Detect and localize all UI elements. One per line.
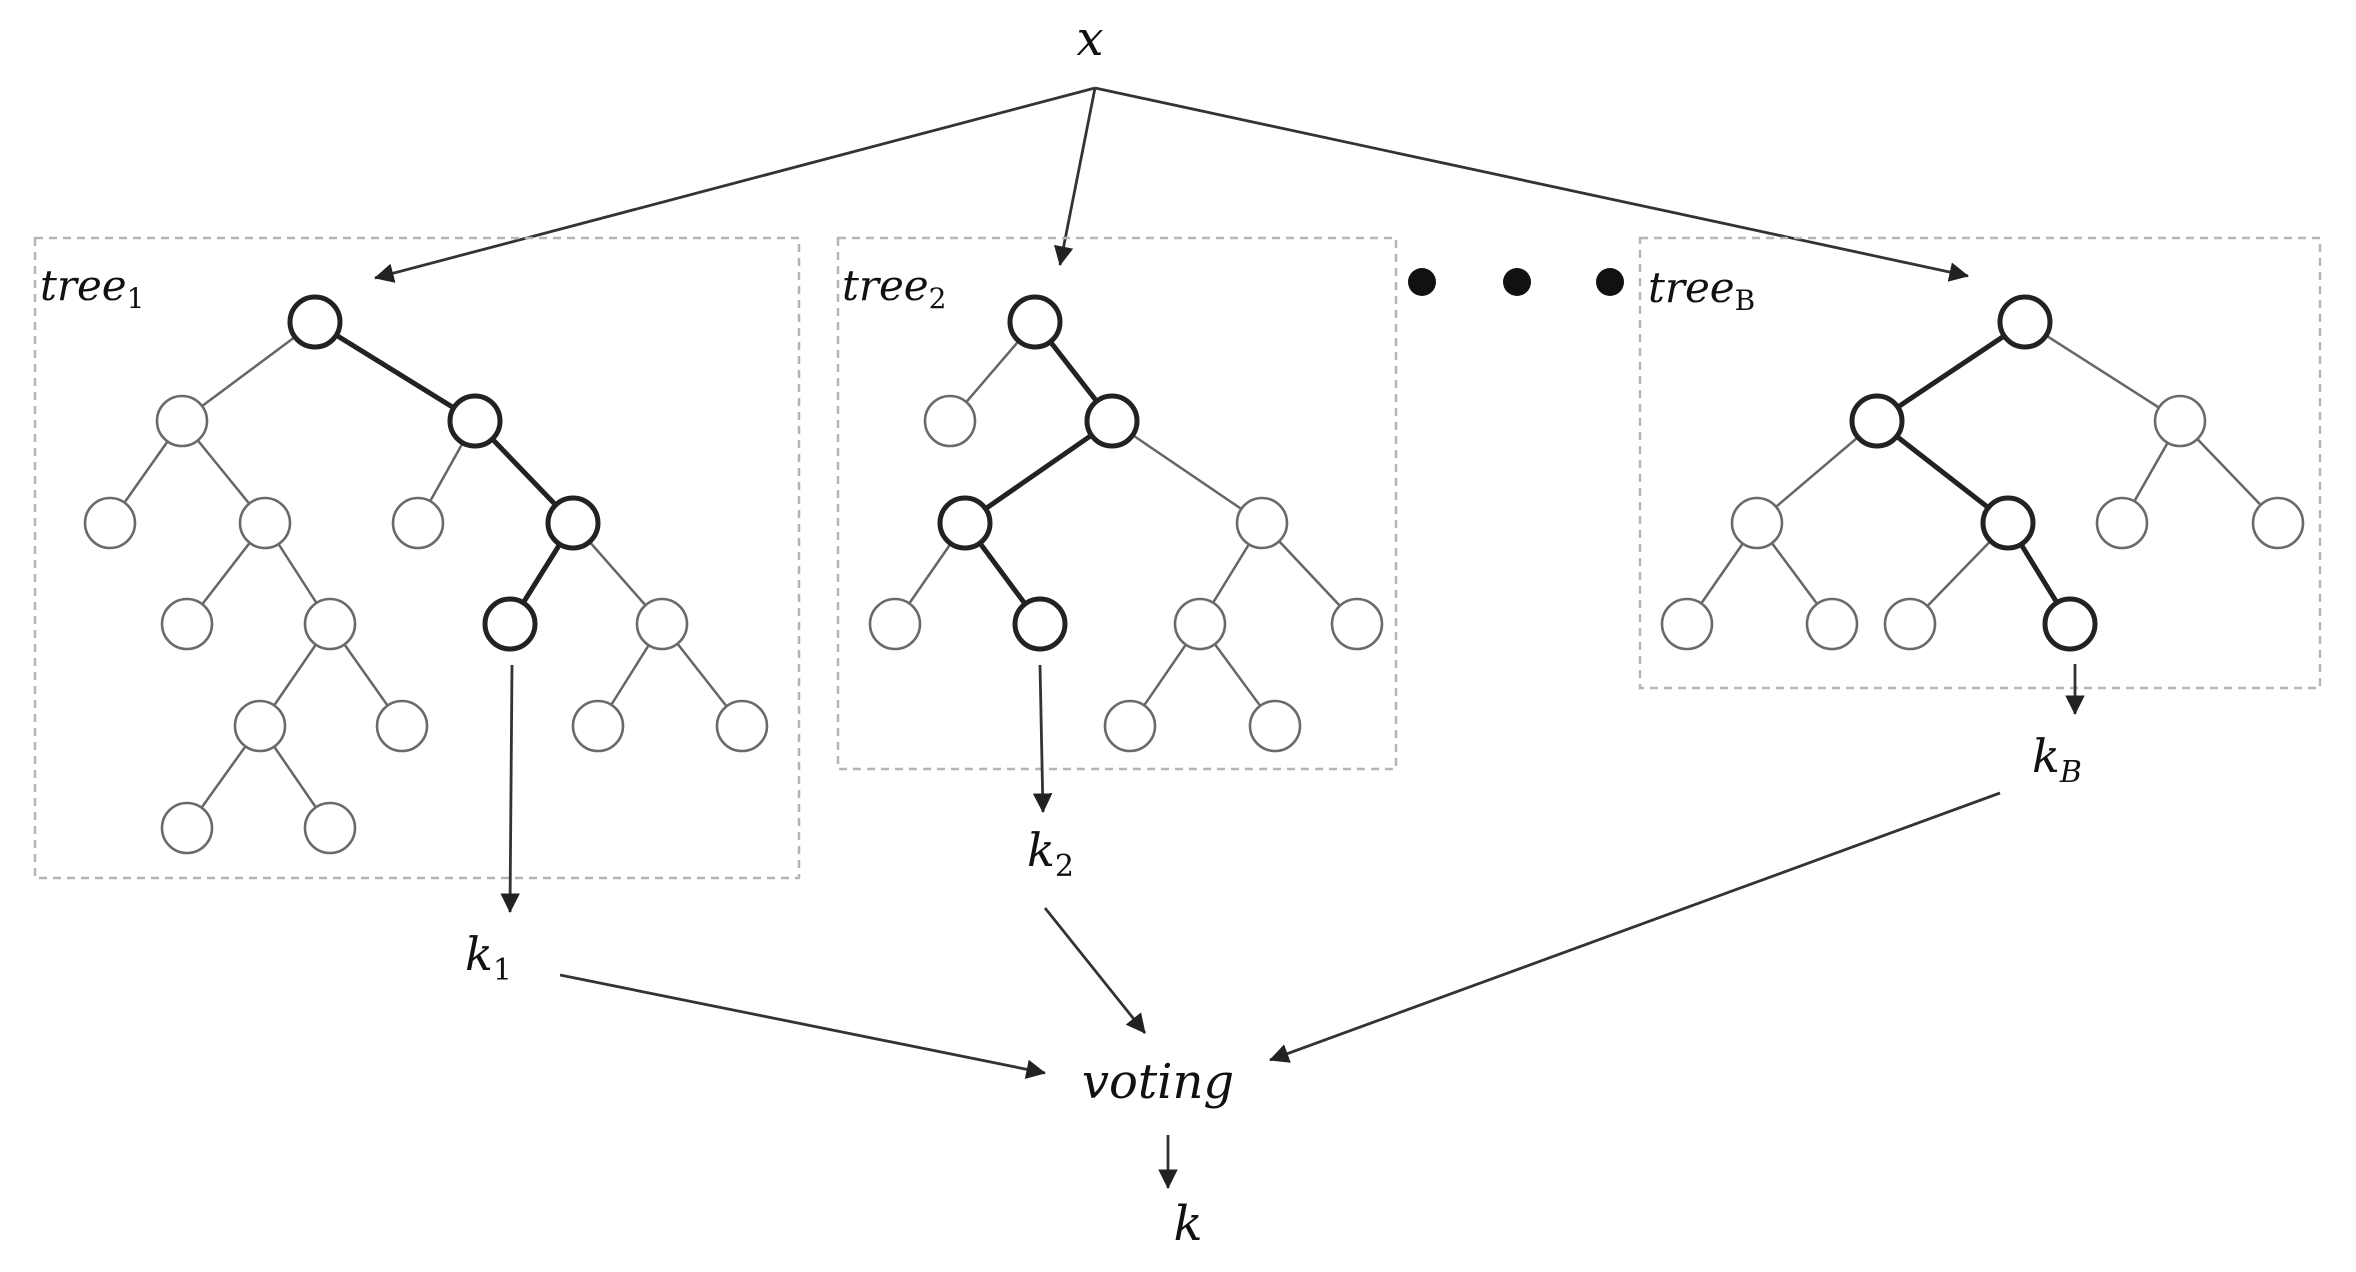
tree-node <box>635 597 689 651</box>
tree-node <box>545 495 601 551</box>
ellipsis-dot <box>1408 268 1436 296</box>
tree-node <box>2251 496 2305 550</box>
tree-b-box <box>1638 236 2322 690</box>
tree-1-box <box>33 236 801 880</box>
arrow-k2-to-voting <box>1043 907 1147 1034</box>
final-output-label: k <box>1173 1196 1202 1252</box>
tree-node <box>2095 496 2149 550</box>
voting-label: voting <box>1082 1054 1234 1110</box>
tree-node <box>447 393 503 449</box>
arrow-tree-1-to-k1 <box>500 664 520 913</box>
tree-node <box>160 801 214 855</box>
tree-node <box>1248 699 1302 753</box>
tree-node <box>1997 294 2053 350</box>
tree-2-output-label: k2 <box>1027 823 1074 884</box>
tree-node <box>2153 394 2207 448</box>
tree-2-label: tree2 <box>842 261 947 315</box>
tree-node <box>482 596 538 652</box>
tree-1-label: tree1 <box>40 261 145 315</box>
tree-node <box>287 294 343 350</box>
tree-node <box>1849 393 1905 449</box>
arrow-x-to-tree-1 <box>374 86 1096 283</box>
arrow-kb-to-voting <box>1269 791 2001 1063</box>
tree-node <box>1007 294 1063 350</box>
tree-node <box>1660 597 1714 651</box>
tree-node <box>1883 597 1937 651</box>
tree-node <box>303 801 357 855</box>
tree-node <box>303 597 357 651</box>
tree-node <box>1084 393 1140 449</box>
tree-node <box>868 597 922 651</box>
tree-node <box>1012 596 1068 652</box>
tree-node <box>375 699 429 753</box>
tree-1-nodes <box>83 294 769 855</box>
tree-node <box>1330 597 1384 651</box>
tree-node <box>233 699 287 753</box>
tree-b-nodes <box>1660 294 2305 652</box>
tree-node <box>2042 596 2098 652</box>
tree-2-box <box>836 236 1398 771</box>
arrow-x-to-tree-b <box>1094 86 1969 282</box>
tree-node <box>1103 699 1157 753</box>
ellipsis-dot <box>1503 268 1531 296</box>
arrow-k1-to-voting <box>559 973 1046 1079</box>
tree-1-edges <box>108 319 743 829</box>
tree-b-label: treeB <box>1648 263 1755 317</box>
tree-node <box>571 699 625 753</box>
ellipsis-dot <box>1596 268 1624 296</box>
arrow-x-to-tree-2 <box>1053 87 1097 266</box>
tree-node <box>937 495 993 551</box>
tree-b-edges <box>1685 319 2279 626</box>
arrow-tree-2-to-k2 <box>1032 664 1053 813</box>
tree-node <box>923 394 977 448</box>
tree-1-output-label: k1 <box>465 927 512 988</box>
tree-node <box>1730 496 1784 550</box>
tree-node <box>238 496 292 550</box>
tree-node <box>1980 495 2036 551</box>
tree-node <box>155 394 209 448</box>
tree-node <box>1173 597 1227 651</box>
tree-node <box>715 699 769 753</box>
tree-2-nodes <box>868 294 1384 753</box>
tree-b-output-label: kB <box>2032 729 2082 790</box>
tree-node <box>391 496 445 550</box>
tree-node <box>1235 496 1289 550</box>
tree-node <box>1805 597 1859 651</box>
tree-node <box>160 597 214 651</box>
tree-node <box>83 496 137 550</box>
input-label: x <box>1076 11 1103 67</box>
